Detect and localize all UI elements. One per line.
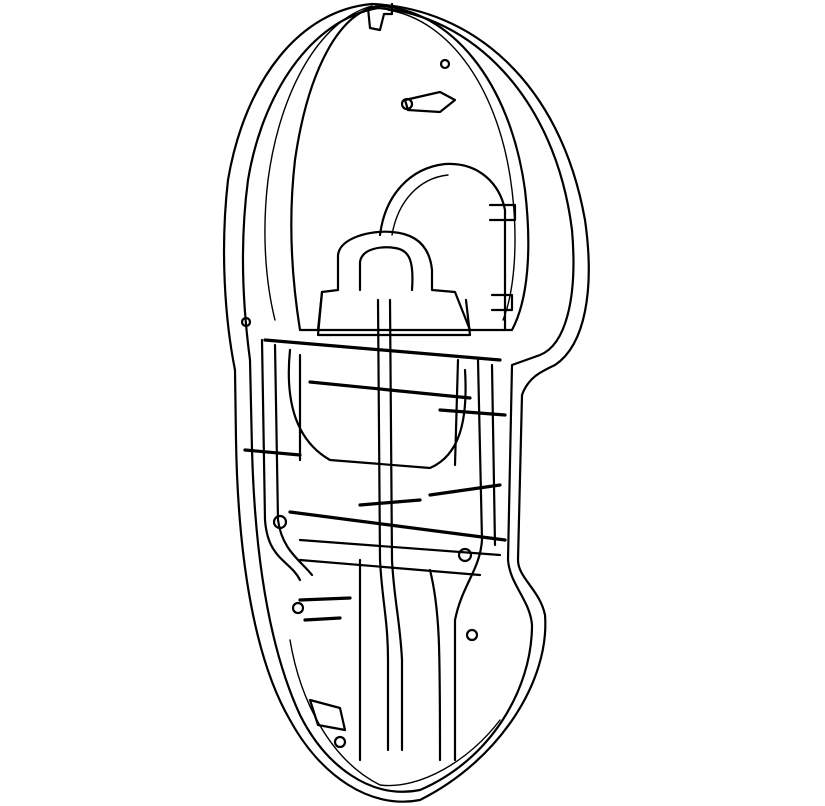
side-tab-upper (488, 203, 517, 222)
pin-bottom-right (465, 628, 479, 642)
housing-inner-rim (241, 6, 575, 793)
rail-left (260, 338, 302, 582)
central-dome (378, 162, 507, 332)
pin-lower-right (457, 547, 473, 563)
pin-left (240, 316, 252, 328)
cover-shell-outline (290, 4, 530, 332)
rail-right-inner (490, 363, 497, 547)
rail-center-right (388, 298, 404, 752)
pin-top-right (439, 58, 451, 70)
hook-plate (316, 290, 472, 337)
bottom-inner-curve (289, 639, 501, 787)
rib (303, 616, 342, 622)
pin-bottom (333, 735, 347, 749)
pin-bottom-left (291, 601, 305, 615)
dome-inner-line (391, 174, 449, 236)
bottom-latch (308, 698, 347, 732)
rib (298, 596, 352, 602)
mounting-pins (240, 58, 517, 749)
rail-right (453, 358, 484, 762)
rib (428, 483, 502, 497)
lower-channel (298, 538, 502, 762)
cover-shell-inner-edge (387, 9, 516, 321)
rib (438, 408, 507, 417)
rib (358, 498, 422, 507)
rail-left-inner (273, 343, 314, 577)
housing-outer-outline (222, 2, 590, 803)
top-clip (366, 2, 394, 32)
rail-center-left (376, 298, 390, 752)
rib (288, 510, 507, 542)
side-tab-mid (490, 293, 514, 312)
vertical-rails (260, 298, 497, 762)
rib (243, 448, 302, 457)
pin-head (400, 97, 414, 111)
left-shell-edge (264, 5, 373, 321)
rib (263, 338, 502, 362)
hanger-hook (316, 230, 472, 332)
